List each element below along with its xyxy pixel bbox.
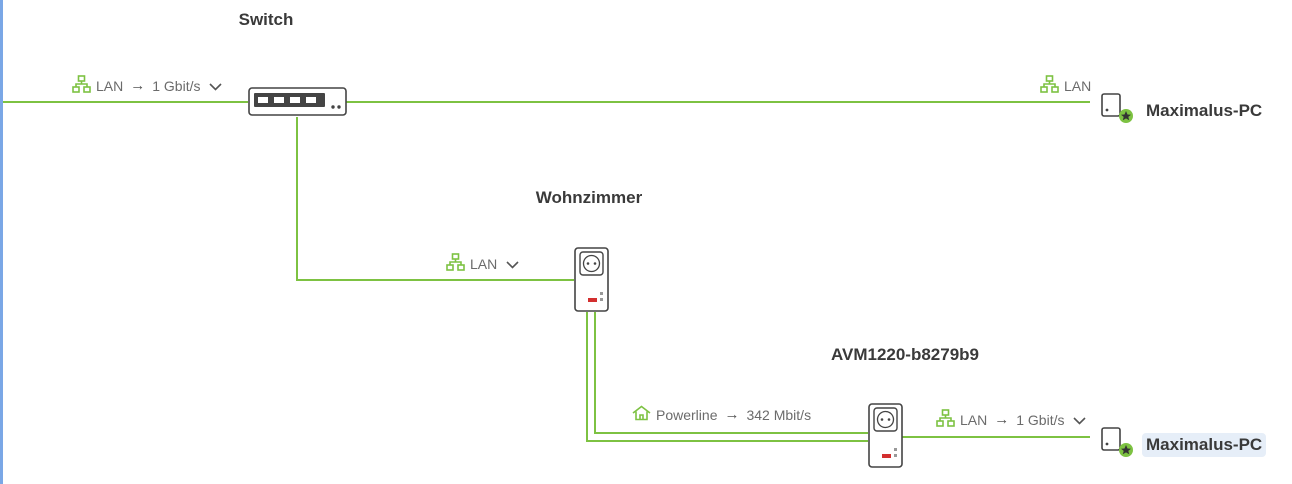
chevron-down-icon[interactable] [1073,412,1087,428]
avm-title: AVM1220-b8279b9 [830,345,980,364]
house-icon [632,405,651,424]
switch-pc-connection[interactable]: LAN [1040,75,1091,96]
wohnzimmer-title: Wohnzimmer [535,188,643,207]
powerline-connection[interactable]: Powerline → 342 Mbit/s [632,405,811,424]
client-pc2[interactable]: Maximalus-PC [1100,425,1267,464]
wohnzimmer-adapter[interactable] [574,247,609,318]
pc-icon [1100,91,1134,130]
client-pc1-name[interactable]: Maximalus-PC [1146,100,1263,120]
switch-device[interactable] [248,87,347,122]
switch-pc-type: LAN [1064,77,1092,94]
pc-icon [1100,425,1134,464]
powerline-speed: 342 Mbit/s [746,406,812,423]
arrow-right-icon: → [724,406,740,423]
network-icon [936,409,955,430]
avm-pc-connection[interactable]: LAN → 1 Gbit/s [936,409,1087,430]
switch-wohnzimmer-type: LAN [470,255,498,272]
network-icon [72,75,91,96]
uplink-speed: 1 Gbit/s [152,77,201,94]
avm-pc-type: LAN [960,411,988,428]
switch-wohnzimmer-connection[interactable]: LAN [446,253,519,274]
powerline-line-inner [594,312,868,434]
left-accent-bar [0,0,3,484]
chevron-down-icon[interactable] [209,78,223,94]
client-pc1[interactable]: Maximalus-PC [1100,91,1266,130]
avm-adapter[interactable] [868,403,903,474]
arrow-right-icon: → [130,77,146,94]
powerline-line-outer [586,312,868,442]
chevron-down-icon[interactable] [506,256,519,272]
uplink-type: LAN [96,77,124,94]
switch-title: Switch [238,10,294,29]
switch-wohnzimmer-line [296,117,574,281]
client-pc2-name[interactable]: Maximalus-PC [1142,432,1267,457]
avm-pc-speed: 1 Gbit/s [1016,411,1065,428]
powerline-type: Powerline [656,406,718,423]
network-icon [446,253,465,274]
network-icon [1040,75,1059,96]
arrow-right-icon: → [994,411,1010,428]
uplink-connection[interactable]: LAN → 1 Gbit/s [72,75,223,96]
